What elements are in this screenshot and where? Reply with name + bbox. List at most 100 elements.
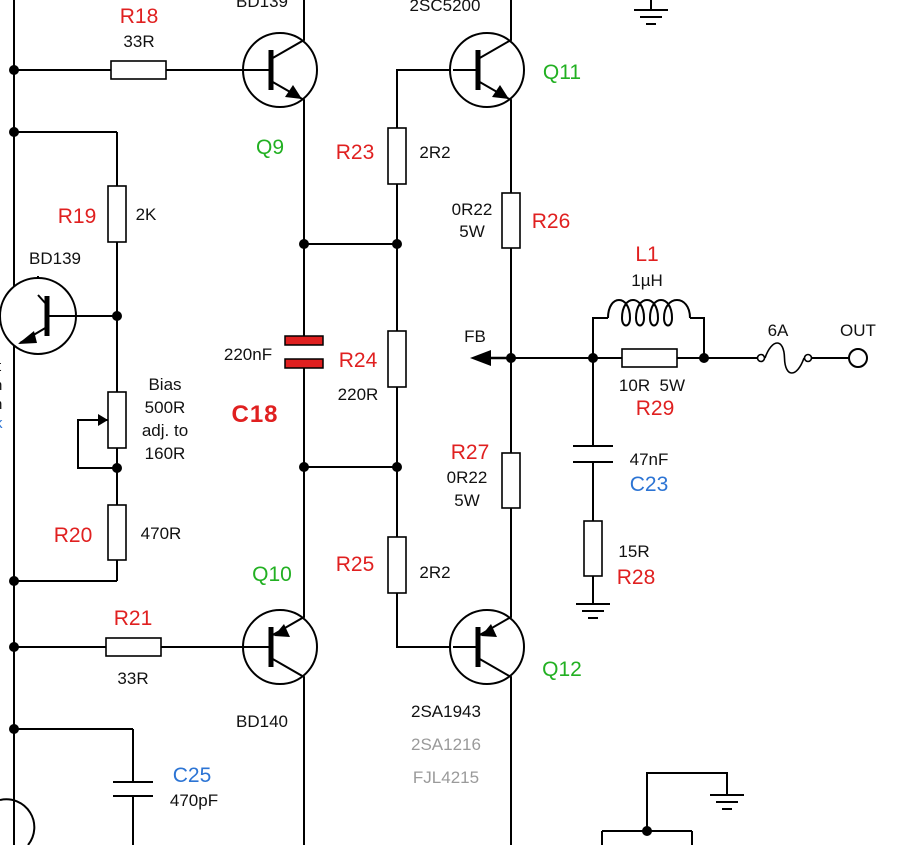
c18-plate-top [284,335,324,346]
resistor-r28-body [583,520,603,577]
transistor-q11 [449,32,525,108]
fuse-6a [756,342,813,374]
resistor-r26-body [501,192,521,249]
clipped-text-2: n [0,396,2,413]
r21-value: 33R [117,669,148,688]
junction-node [9,127,19,137]
r26-value-line2: 5W [459,222,485,241]
c25-value: 470pF [170,791,218,810]
q12-part: 2SA1943 [411,702,481,721]
resistor-r25-body [387,536,407,594]
r24-value: 220R [338,385,379,404]
r29-value: 10R 5W [619,376,685,395]
resistors [98,60,678,657]
c23-value: 47nF [630,450,669,469]
fuse-value: 6A [768,321,789,340]
labels: R18 33R BD139 Q9 2SC5200 Q11 R23 2R2 0R2… [0,0,876,810]
resistor-r24-body [387,330,407,388]
r28-ref: R28 [617,566,656,589]
q11-part: 2SC5200 [410,0,481,15]
r27-ref: R27 [451,441,490,464]
c18-ref: C18 [231,401,278,428]
capacitors [113,335,613,797]
bias-line1: Bias [148,375,181,394]
r25-ref: R25 [336,553,375,576]
junction-node [9,576,19,586]
transistor-q9 [242,32,318,108]
transistor-vbe-multiplier [0,277,77,355]
r20-value: 470R [141,524,182,543]
resistor-r21-body [105,637,162,657]
fb-label: FB [464,327,486,346]
out-terminal [848,348,868,368]
r18-ref: R18 [120,5,159,28]
q9-ref: Q9 [256,136,284,159]
junction-node [9,65,19,75]
r23-value: 2R2 [419,143,450,162]
q12-alt2: FJL4215 [413,768,479,787]
bias-line2: 500R [145,398,186,417]
r19-value: 2K [136,205,157,224]
r29-ref: R29 [636,397,675,420]
junction-node [112,463,122,473]
r23-ref: R23 [336,141,375,164]
junction-node [9,724,19,734]
junction-node [392,462,402,472]
junction-node [588,353,598,363]
fb-arrow-icon [470,350,491,366]
clipped-text-1: n [0,377,2,394]
partial-transistor-circle [0,798,36,845]
r27-value-line1: 0R22 [447,468,488,487]
r18-value: 33R [123,32,154,51]
ground-symbol-bottom [710,794,744,810]
junction-node [299,462,309,472]
bias-line3: adj. to [142,421,188,440]
r27-value-line2: 5W [454,491,480,510]
resistor-r29-body [621,348,678,368]
q10-ref: Q10 [252,563,292,586]
r21-ref: R21 [114,607,153,630]
junction-node [699,353,709,363]
ground-symbol-top [634,9,668,25]
resistor-r19-body [107,185,127,243]
out-label: OUT [840,321,876,340]
r26-value-line1: 0R22 [452,200,493,219]
resistor-r20-body [107,504,127,561]
clipped-text-3: k [0,415,3,432]
clipped-text-0: t [0,358,2,375]
resistor-r27-body [501,452,521,509]
junction-nodes [9,65,709,836]
bias-line4: 160R [145,444,186,463]
l1-ref: L1 [635,243,658,266]
resistor-r23-body [387,127,407,185]
q11-ref: Q11 [543,61,581,84]
ground-symbol-zobel [576,603,610,619]
transistor-q10 [242,609,318,685]
inductor-l1-coil [607,299,691,327]
r24-ref: R24 [339,349,378,372]
q10-part: BD140 [236,712,288,731]
wires [13,0,849,845]
r28-value: 15R [618,542,649,561]
l1-value: 1µH [631,271,663,290]
junction-node [112,311,122,321]
trimmer-wiper-arrow [98,414,108,426]
r20-ref: R20 [54,524,93,547]
junction-node [9,642,19,652]
junction-node [506,353,516,363]
r25-value: 2R2 [419,563,450,582]
r19-ref: R19 [58,205,97,228]
vbe-part: BD139 [29,249,81,268]
junction-node [392,239,402,249]
c23-ref: C23 [630,473,669,496]
c25-ref: C25 [173,764,212,787]
r26-ref: R26 [532,210,571,233]
junction-node [642,826,652,836]
bias-trimmer-body [107,391,127,449]
resistor-r18-body [110,60,167,80]
transistor-q12 [449,609,525,685]
q12-alt1: 2SA1216 [411,735,481,754]
c18-value: 220nF [224,345,272,364]
q9-part: BD139 [236,0,288,11]
